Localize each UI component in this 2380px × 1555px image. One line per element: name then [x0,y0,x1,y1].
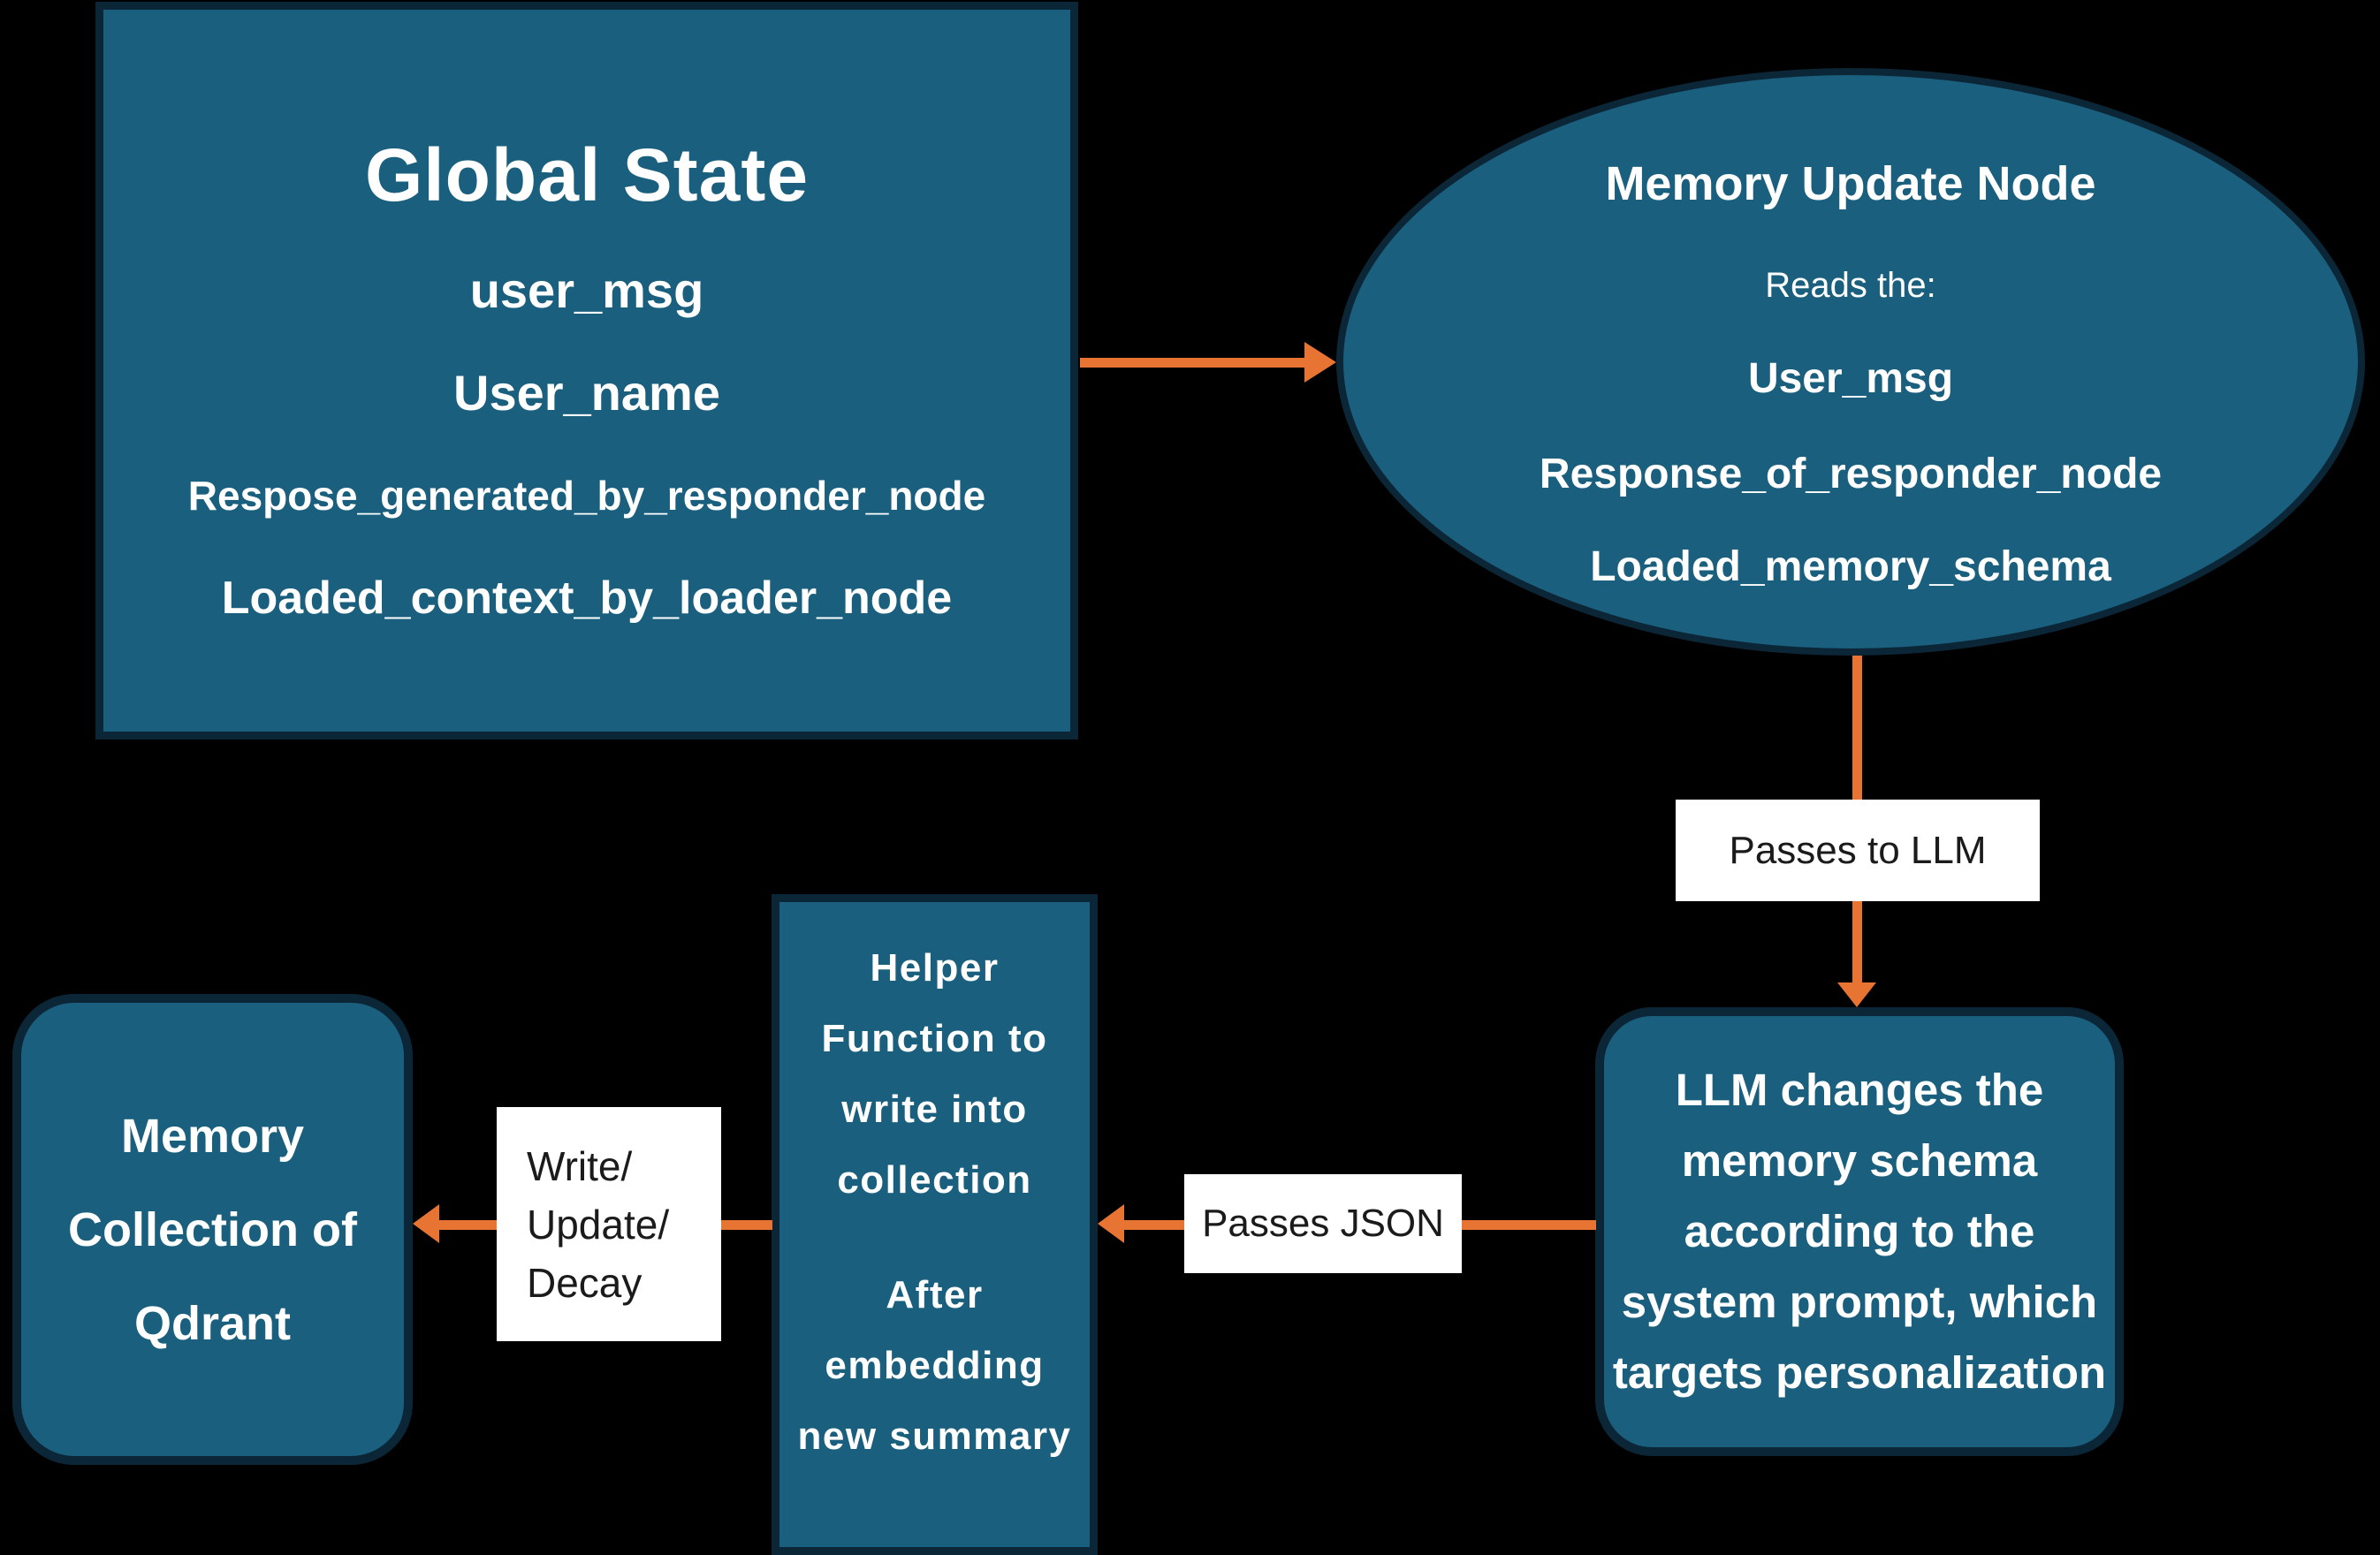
global-state-node: Global State user_msg User_name Respose_… [95,2,1078,740]
memory-collection-node: Memory Collection of Qdrant [12,994,413,1465]
helper-function-text-bottom: After embedding new summary [797,1273,1072,1458]
helper-function-text-top: Helper Function to write into collection [821,946,1048,1202]
write-update-decay-line: Write/ [527,1142,633,1189]
passes-json-label: Passes JSON [1184,1174,1462,1273]
arrow-label-to-helper [1124,1220,1184,1230]
passes-to-llm-text: Passes to LLM [1729,828,1987,872]
memory-update-subtitle: Reads the: [1765,265,1936,305]
global-state-item: Loaded_context_by_loader_node [221,573,953,624]
memory-update-item: User_msg [1747,354,1954,402]
helper-function-node: Helper Function to write into collection… [772,894,1098,1555]
global-state-item: User_name [453,365,720,421]
arrow-label-to-llm [1852,901,1862,982]
passes-to-llm-label: Passes to LLM [1676,800,2040,901]
write-update-decay-label: Write/ Update/ Decay [497,1107,721,1341]
arrowhead-left-icon [413,1204,439,1243]
memory-update-node: Memory Update Node Reads the: User_msg R… [1336,68,2365,656]
global-state-item: Respose_generated_by_responder_node [187,473,986,519]
passes-json-text: Passes JSON [1202,1202,1444,1245]
arrow-label-to-memorycollection [439,1220,497,1230]
memory-update-item: Response_of_responder_node [1539,450,2163,497]
memory-update-item: Loaded_memory_schema [1590,542,2111,590]
llm-node: LLM changes the memory schema according … [1595,1007,2124,1456]
global-state-item: user_msg [469,262,704,318]
arrow-globalstate-to-memoryupdate [1080,358,1308,368]
memory-update-title: Memory Update Node [1605,157,2096,210]
write-update-decay-line: Update/ [527,1201,670,1248]
arrow-helper-to-label [721,1220,772,1230]
write-update-decay-line: Decay [527,1259,643,1306]
arrowhead-down-icon [1837,982,1876,1007]
llm-node-text: LLM changes the memory schema according … [1612,1065,2107,1398]
arrow-llm-to-label [1462,1220,1596,1230]
arrowhead-left-icon [1098,1204,1124,1243]
global-state-title: Global State [364,133,810,216]
memory-collection-text: Memory Collection of Qdrant [68,1109,357,1350]
arrow-memoryupdate-to-label [1852,656,1862,800]
global-state-items: user_msg User_name Respose_generated_by_… [103,260,1070,629]
arrowhead-right-icon [1304,342,1336,383]
